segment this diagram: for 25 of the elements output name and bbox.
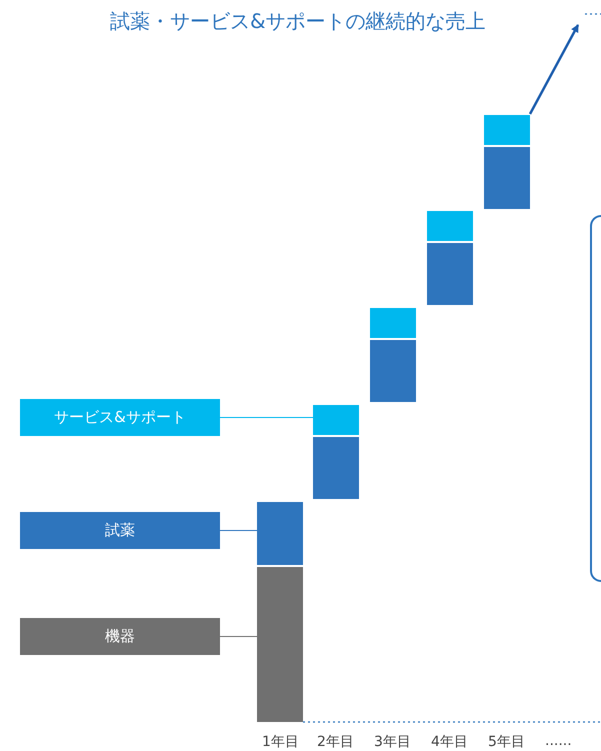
axis-label: 1年目	[262, 733, 299, 751]
bar-segment	[484, 114, 530, 145]
bar-segment	[313, 404, 359, 435]
axis-label: 4年目	[431, 733, 468, 751]
ellipsis: ......	[545, 733, 572, 749]
category-label: 機器	[20, 618, 220, 655]
bar-segment	[427, 242, 473, 305]
text-panel	[590, 215, 601, 582]
leader-line	[220, 636, 258, 637]
chart-title: 試薬・サービス&サポートの継続的な売上	[110, 8, 486, 35]
axis-label: 3年目	[374, 733, 411, 751]
category-label: サービス&サポート	[20, 399, 220, 436]
bar-segment	[370, 307, 416, 338]
bar-segment	[257, 501, 303, 565]
bar-segment	[257, 566, 303, 722]
axis-label: 5年目	[488, 733, 525, 751]
leader-line	[220, 417, 314, 418]
bar-segment	[370, 339, 416, 402]
category-label: 試薬	[20, 512, 220, 549]
arrow	[528, 24, 580, 115]
axis-label: 2年目	[317, 733, 354, 751]
leader-line	[220, 530, 258, 531]
bar-segment	[484, 146, 530, 209]
bar-segment	[427, 210, 473, 241]
bar-segment	[313, 436, 359, 499]
